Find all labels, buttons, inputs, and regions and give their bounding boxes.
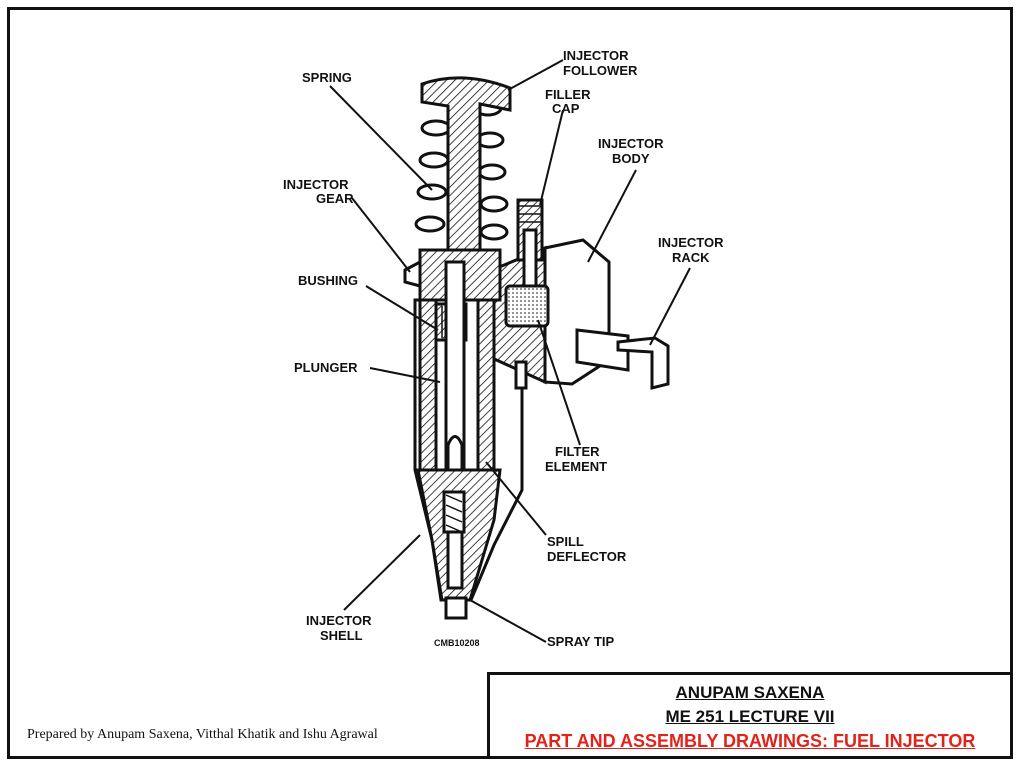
label-filler-cap: FILLER CAP: [545, 87, 594, 116]
label-injector-rack-line2: RACK: [672, 250, 710, 265]
title-box: ANUPAM SAXENA ME 251 LECTURE VII PART AN…: [487, 672, 1013, 759]
label-injector-gear-line2: GEAR: [316, 191, 354, 206]
label-spill-deflector: SPILL DEFLECTOR: [547, 534, 627, 564]
label-injector-gear-line1: INJECTOR: [283, 177, 349, 192]
spray-tip-section: [416, 468, 502, 620]
label-injector-body-line2: BODY: [612, 151, 650, 166]
label-filler-cap-line1: FILLER: [545, 87, 591, 102]
author-name: ANUPAM SAXENA: [675, 683, 825, 702]
label-filter-element: FILTER ELEMENT: [545, 444, 607, 474]
label-injector-rack-line1: INJECTOR: [658, 235, 724, 250]
injector-rack-part: [575, 328, 670, 390]
lecture-topic: PART AND ASSEMBLY DRAWINGS: FUEL INJECTO…: [524, 731, 976, 751]
label-plunger: PLUNGER: [294, 360, 358, 375]
label-filter-element-line2: ELEMENT: [545, 459, 607, 474]
leader-lines: [329, 59, 691, 643]
label-bushing: BUSHING: [298, 273, 358, 288]
credits-text: Prepared by Anupam Saxena, Vitthal Khati…: [27, 727, 378, 742]
label-filler-cap-line2: CAP: [552, 101, 580, 116]
label-spill-deflector-line2: DEFLECTOR: [547, 549, 627, 564]
label-spring: SPRING: [302, 70, 352, 85]
spill-deflector-part: [514, 360, 528, 390]
drawing-code: CMB10208: [434, 638, 480, 648]
label-spray-tip: SPRAY TIP: [547, 634, 615, 649]
course-title: ME 251 LECTURE VII: [665, 707, 835, 726]
label-injector-shell: INJECTOR SHELL: [306, 613, 375, 643]
label-injector-rack: INJECTOR RACK: [658, 235, 727, 265]
label-injector-follower-line1: INJECTOR: [563, 48, 629, 63]
label-spill-deflector-line1: SPILL: [547, 534, 584, 549]
label-injector-body-line1: INJECTOR: [598, 136, 664, 151]
label-injector-follower-line2: FOLLOWER: [563, 63, 638, 78]
label-injector-shell-line2: SHELL: [320, 628, 363, 643]
filler-cap-part: [504, 198, 550, 328]
label-injector-body: INJECTOR BODY: [598, 136, 667, 166]
label-injector-gear: INJECTOR GEAR: [283, 177, 354, 206]
label-injector-follower: INJECTOR FOLLOWER: [563, 48, 638, 78]
label-injector-shell-line1: INJECTOR: [306, 613, 372, 628]
label-filter-element-line1: FILTER: [555, 444, 600, 459]
